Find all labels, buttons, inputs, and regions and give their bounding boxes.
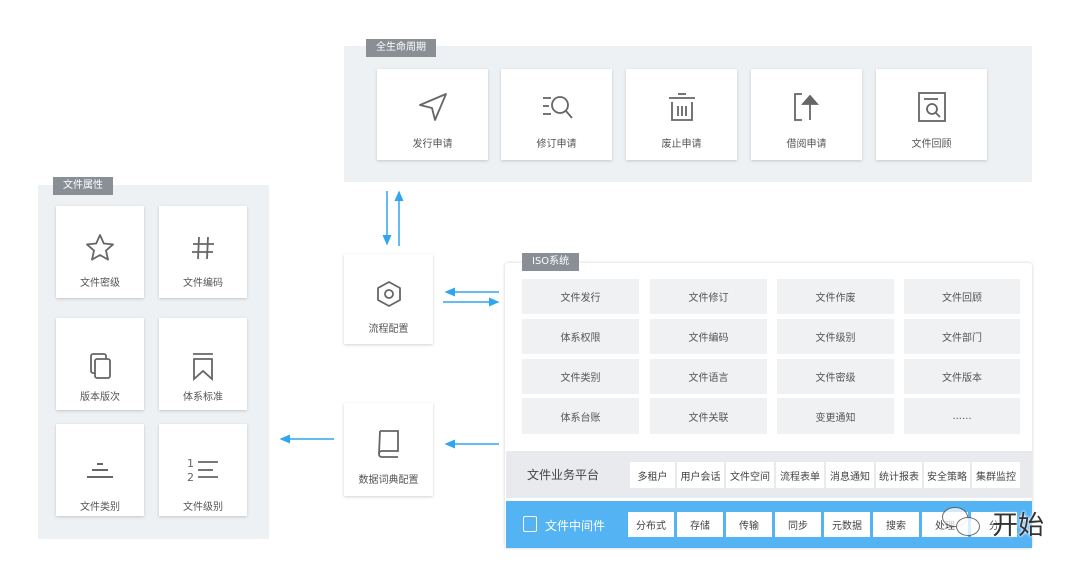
iso-cell[interactable]: 文件密级 [777, 359, 894, 394]
star-icon [80, 228, 120, 268]
lifecycle-label: 修订申请 [536, 139, 577, 150]
iso-cell[interactable]: ...... [904, 398, 1020, 434]
attr-label: 文件类别 [80, 502, 120, 513]
lifecycle-card-abolish[interactable]: 废止申请 [626, 69, 737, 160]
trash-icon [662, 87, 702, 127]
attr-card-category[interactable]: 文件类别 [56, 424, 144, 516]
lifecycle-card-issue[interactable]: 发行申请 [377, 69, 488, 160]
attr-label: 文件级别 [183, 502, 223, 513]
lifecycle-label: 废止申请 [661, 139, 702, 150]
middleware-chip[interactable]: 分布式 [628, 512, 674, 537]
wechat-watermark: 开始 [940, 500, 1070, 546]
middleware-title: 文件中间件 [545, 519, 606, 533]
business-platform-title: 文件业务平台 [527, 468, 600, 482]
iso-cell[interactable]: 文件语言 [650, 359, 767, 394]
doc-search-icon [912, 87, 952, 127]
platform-chip[interactable]: 流程表单 [776, 462, 824, 488]
iso-tag: ISO系统 [522, 253, 580, 271]
attr-label: 文件密级 [80, 278, 120, 289]
lifecycle-card-review[interactable]: 文件回顾 [876, 69, 987, 160]
bookmark-icon [183, 346, 223, 386]
iso-cell[interactable]: 文件类别 [522, 359, 639, 394]
dictionary-config-label: 数据词典配置 [358, 475, 419, 486]
iso-cell[interactable]: 文件发行 [522, 279, 639, 314]
platform-chip[interactable]: 消息通知 [826, 462, 874, 488]
middleware-chip[interactable]: 同步 [775, 512, 821, 537]
platform-chip[interactable]: 多租户 [630, 462, 675, 488]
watermark-text: 开始 [992, 510, 1045, 541]
iso-cell[interactable]: 体系权限 [522, 319, 639, 354]
iso-cell[interactable]: 文件级别 [777, 319, 894, 354]
list-search-icon [537, 87, 577, 127]
iso-cell[interactable]: 文件版本 [904, 359, 1020, 394]
attr-label: 版本版次 [80, 392, 120, 403]
platform-chip[interactable]: 文件空间 [726, 462, 774, 488]
middleware-chip[interactable]: 存储 [677, 512, 723, 537]
book-icon [369, 423, 409, 463]
svg-text:1: 1 [187, 457, 194, 470]
iso-cell[interactable]: 文件回顾 [904, 279, 1020, 314]
iso-cell[interactable]: 变更通知 [777, 398, 894, 434]
iso-cell[interactable]: 体系台账 [522, 398, 639, 434]
process-config-label: 流程配置 [368, 324, 409, 335]
iso-cell[interactable]: 文件作废 [777, 279, 894, 314]
send-arrow-icon [413, 87, 453, 127]
attr-card-standard[interactable]: 体系标准 [159, 318, 247, 410]
attributes-tag: 文件属性 [53, 177, 113, 195]
middleware-chip[interactable]: 传输 [726, 512, 772, 537]
middleware-chip[interactable]: 分 [971, 512, 1017, 537]
platform-chip[interactable]: 用户会话 [677, 462, 724, 488]
lifecycle-label: 借阅申请 [786, 139, 827, 150]
middleware-chip[interactable]: 元数据 [824, 512, 870, 537]
copy-icon [80, 346, 120, 386]
lifecycle-label: 发行申请 [412, 139, 453, 150]
hexagon-icon [369, 274, 409, 314]
platform-chip[interactable]: 集群监控 [972, 462, 1020, 488]
lifecycle-label: 文件回顾 [911, 139, 952, 150]
svg-text:2: 2 [187, 471, 194, 484]
iso-cell[interactable]: 文件关联 [650, 398, 767, 434]
attr-card-secret[interactable]: 文件密级 [56, 206, 144, 298]
wechat-icon [940, 505, 984, 541]
stack-lines-icon [80, 450, 120, 490]
attr-label: 体系标准 [183, 392, 223, 403]
lifecycle-tag: 全生命周期 [366, 39, 436, 57]
platform-chip[interactable]: 统计报表 [876, 462, 922, 488]
iso-cell[interactable]: 文件部门 [904, 319, 1020, 354]
chip-icon [523, 516, 537, 532]
lifecycle-card-borrow[interactable]: 借阅申请 [751, 69, 862, 160]
attr-card-version[interactable]: 版本版次 [56, 318, 144, 410]
iso-cell[interactable]: 文件编码 [650, 319, 767, 354]
lifecycle-card-revise[interactable]: 修订申请 [501, 69, 612, 160]
iso-cell[interactable]: 文件修订 [650, 279, 767, 314]
attr-card-code[interactable]: 文件编码 [159, 206, 247, 298]
middleware-chip[interactable]: 搜索 [873, 512, 919, 537]
upload-doc-icon [787, 87, 827, 127]
platform-chip[interactable]: 安全策略 [924, 462, 970, 488]
dictionary-config-card[interactable]: 数据词典配置 [344, 403, 433, 496]
process-config-card[interactable]: 流程配置 [344, 254, 433, 344]
attr-label: 文件编码 [183, 278, 223, 289]
hash-icon [183, 228, 223, 268]
